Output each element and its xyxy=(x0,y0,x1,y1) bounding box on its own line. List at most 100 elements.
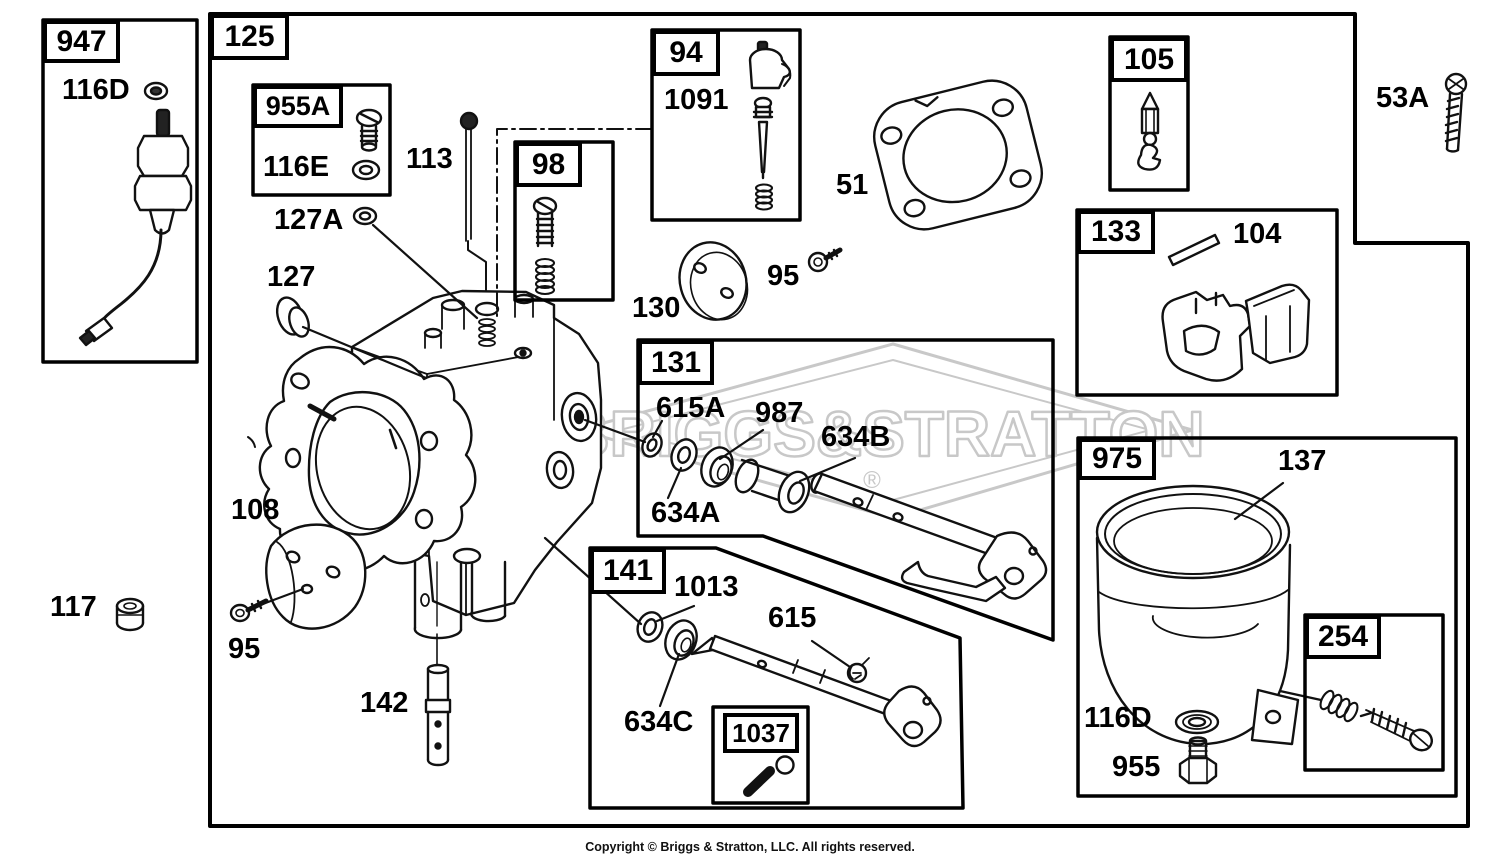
clip-615-icon xyxy=(846,657,870,684)
watermark-text: BRIGGS&STRATTON xyxy=(563,398,1204,470)
label-137: 137 xyxy=(1278,445,1327,477)
centerline-dashdot xyxy=(496,128,653,317)
chip-98-label: 98 xyxy=(531,147,566,181)
needle-113-icon xyxy=(459,111,487,303)
label-1091: 1091 xyxy=(664,84,729,116)
seal-987-icon xyxy=(700,446,734,488)
bushing-634b-icon xyxy=(734,458,811,514)
plug-1037-icon xyxy=(743,755,795,797)
float-bowl-137-icon xyxy=(1095,484,1300,746)
label-95-top: 95 xyxy=(767,260,800,292)
washer-116e-icon xyxy=(351,159,381,181)
label-117: 117 xyxy=(50,591,97,623)
label-130: 130 xyxy=(632,292,681,324)
briggs-watermark: BRIGGS&STRATTON ® xyxy=(562,342,1206,520)
box-131 xyxy=(636,338,1055,642)
chip-94-label: 94 xyxy=(669,36,703,69)
box-141 xyxy=(588,546,965,810)
label-127: 127 xyxy=(267,261,316,293)
box-133 xyxy=(1075,208,1339,397)
label-1013: 1013 xyxy=(674,571,739,603)
label-634c: 634C xyxy=(624,706,694,738)
registered-icon: ® xyxy=(863,467,881,494)
chip-141: 141 xyxy=(590,548,666,594)
washer-116d-975-icon xyxy=(1174,709,1220,735)
chip-254-label: 254 xyxy=(1317,620,1369,653)
idle-speed-screw-icon xyxy=(355,108,383,152)
carburetor-flange xyxy=(247,345,477,573)
chip-131: 131 xyxy=(638,340,714,385)
chip-125: 125 xyxy=(210,14,289,60)
label-127a: 127A xyxy=(274,204,344,236)
casting-133-icon xyxy=(1161,283,1311,382)
spring-1091-icon xyxy=(754,183,774,211)
chip-955a: 955A xyxy=(253,85,343,128)
chip-105: 105 xyxy=(1110,37,1188,82)
spring-254-icon xyxy=(1319,689,1359,723)
box-94 xyxy=(650,28,802,222)
label-116d-947: 116D xyxy=(62,74,130,106)
washer-634a-icon xyxy=(670,438,698,472)
label-51: 51 xyxy=(836,169,869,201)
welch-plug-130-icon xyxy=(678,241,749,321)
chip-947: 947 xyxy=(43,20,120,63)
cover-plate-108-icon xyxy=(265,523,367,630)
seal-634c-icon xyxy=(664,619,698,661)
box-975 xyxy=(1076,436,1458,798)
label-108: 108 xyxy=(231,494,280,526)
chip-1037: 1037 xyxy=(723,713,799,753)
chip-141-label: 141 xyxy=(602,554,654,587)
label-142: 142 xyxy=(360,687,409,719)
chip-975: 975 xyxy=(1078,438,1156,480)
screw-95-bottom-icon xyxy=(229,598,269,623)
bowl-bolt-955-icon xyxy=(1178,736,1218,785)
group-boxes xyxy=(41,12,1470,828)
label-95-bottom: 95 xyxy=(228,633,261,665)
screw-53a-icon xyxy=(1444,72,1468,153)
cap-117-icon xyxy=(115,597,145,632)
chip-133: 133 xyxy=(1077,210,1155,254)
chip-1037-label: 1037 xyxy=(732,717,790,748)
jet-tube-142-icon xyxy=(424,633,452,767)
screw-95-top-icon xyxy=(807,247,843,273)
label-116d-975: 116D xyxy=(1084,702,1152,734)
spring-98-icon xyxy=(534,257,556,296)
chip-947-label: 947 xyxy=(56,24,107,58)
chip-254: 254 xyxy=(1305,615,1381,659)
label-116e: 116E xyxy=(263,151,330,183)
plug-127-icon xyxy=(275,296,310,338)
inlet-seat-icon xyxy=(748,40,792,90)
label-53a: 53A xyxy=(1376,82,1430,114)
label-634b: 634B xyxy=(821,421,891,453)
chip-975-label: 975 xyxy=(1091,442,1143,475)
fuel-shutoff-valve-icon xyxy=(78,108,193,347)
screw-254-icon xyxy=(1359,707,1433,752)
box-947 xyxy=(41,18,199,364)
throttle-shaft-icon xyxy=(810,472,1048,603)
grommet-icon xyxy=(143,81,169,101)
choke-shaft-icon xyxy=(690,634,942,748)
box-125 xyxy=(208,12,1470,828)
chip-125-label: 125 xyxy=(224,20,275,53)
chip-98: 98 xyxy=(515,142,582,187)
screw-98-icon xyxy=(532,196,558,248)
leader-lines xyxy=(250,223,1323,708)
o-ring-127a-icon xyxy=(352,206,378,226)
copyright-notice: Copyright © Briggs & Stratton, LLC. All … xyxy=(585,840,915,854)
chip-131-label: 131 xyxy=(650,345,702,379)
box-1037 xyxy=(711,705,810,805)
needle-1091-icon xyxy=(752,96,774,180)
label-615a: 615A xyxy=(656,392,726,424)
label-987: 987 xyxy=(755,397,804,429)
washer-1013-icon xyxy=(636,611,664,643)
label-634a: 634A xyxy=(651,497,721,529)
chip-94: 94 xyxy=(652,30,720,76)
label-104: 104 xyxy=(1233,218,1282,250)
label-615: 615 xyxy=(768,602,817,634)
label-955: 955 xyxy=(1112,751,1161,783)
needle-105-icon xyxy=(1137,91,1162,171)
gasket-51-icon xyxy=(873,79,1043,231)
label-113: 113 xyxy=(406,143,453,175)
